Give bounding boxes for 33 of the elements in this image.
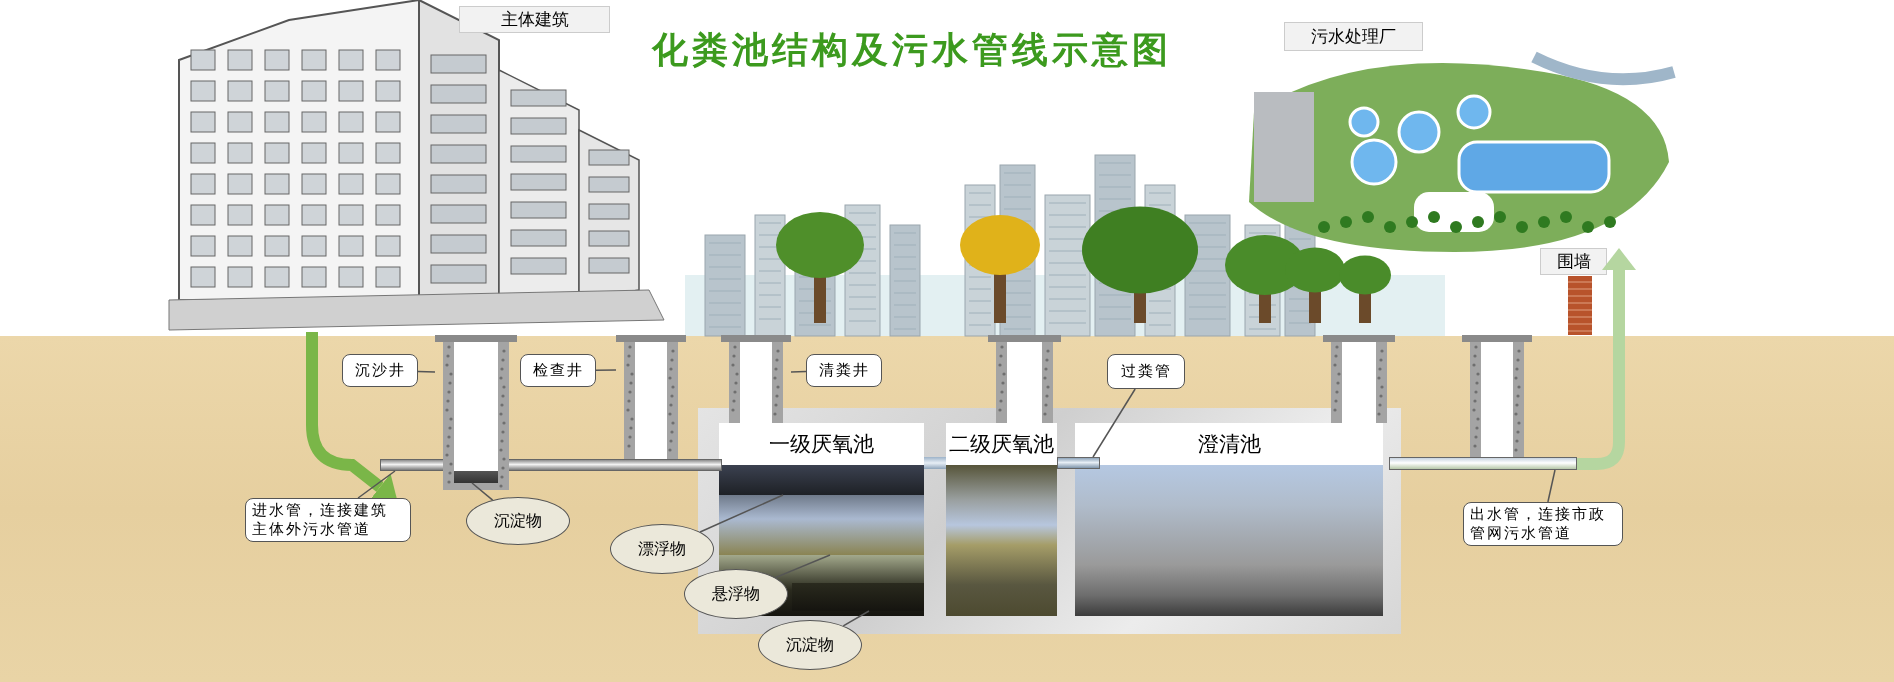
leader-line: [417, 370, 436, 373]
flow-arrow: [1577, 248, 1636, 470]
pipe: [1057, 457, 1100, 469]
leader-line: [774, 554, 831, 579]
pipe: [1389, 457, 1577, 470]
tank: [1075, 423, 1383, 616]
scum-layer: [719, 465, 924, 495]
wall-label: 围墙: [1540, 248, 1607, 275]
building-label: 主体建筑: [459, 6, 610, 33]
sediment-layer: [792, 583, 924, 611]
tank-label: 二级厌氧池: [948, 431, 1055, 458]
title: 化粪池结构及污水管线示意图: [650, 28, 1173, 72]
tank: [946, 423, 1057, 616]
leader-line: [1092, 388, 1136, 458]
leader-line: [790, 370, 807, 373]
callout-box: 过粪管: [1107, 354, 1185, 389]
plant-label: 污水处理厂: [1284, 22, 1423, 51]
leader-line: [842, 610, 870, 627]
sediment-layer: [454, 471, 498, 483]
leader-line: [471, 482, 494, 501]
callout-box: 检查井: [520, 354, 596, 387]
callout-box: 清粪井: [806, 354, 882, 387]
leader-line: [699, 494, 784, 533]
leader-line: [1547, 469, 1556, 503]
leader-line: [595, 369, 617, 371]
callout-box: 沉沙井: [342, 354, 418, 387]
leader-line: [357, 470, 396, 499]
flow-arrow: [306, 332, 398, 501]
tank-label: 一级厌氧池: [768, 431, 875, 458]
suspended-solids-layer: [719, 495, 924, 555]
callout-box: 进水管，连接建筑主体外污水管道: [245, 498, 411, 542]
tank-label: 澄清池: [1196, 431, 1262, 458]
callout-box: 出水管，连接市政管网污水管道: [1463, 502, 1623, 546]
